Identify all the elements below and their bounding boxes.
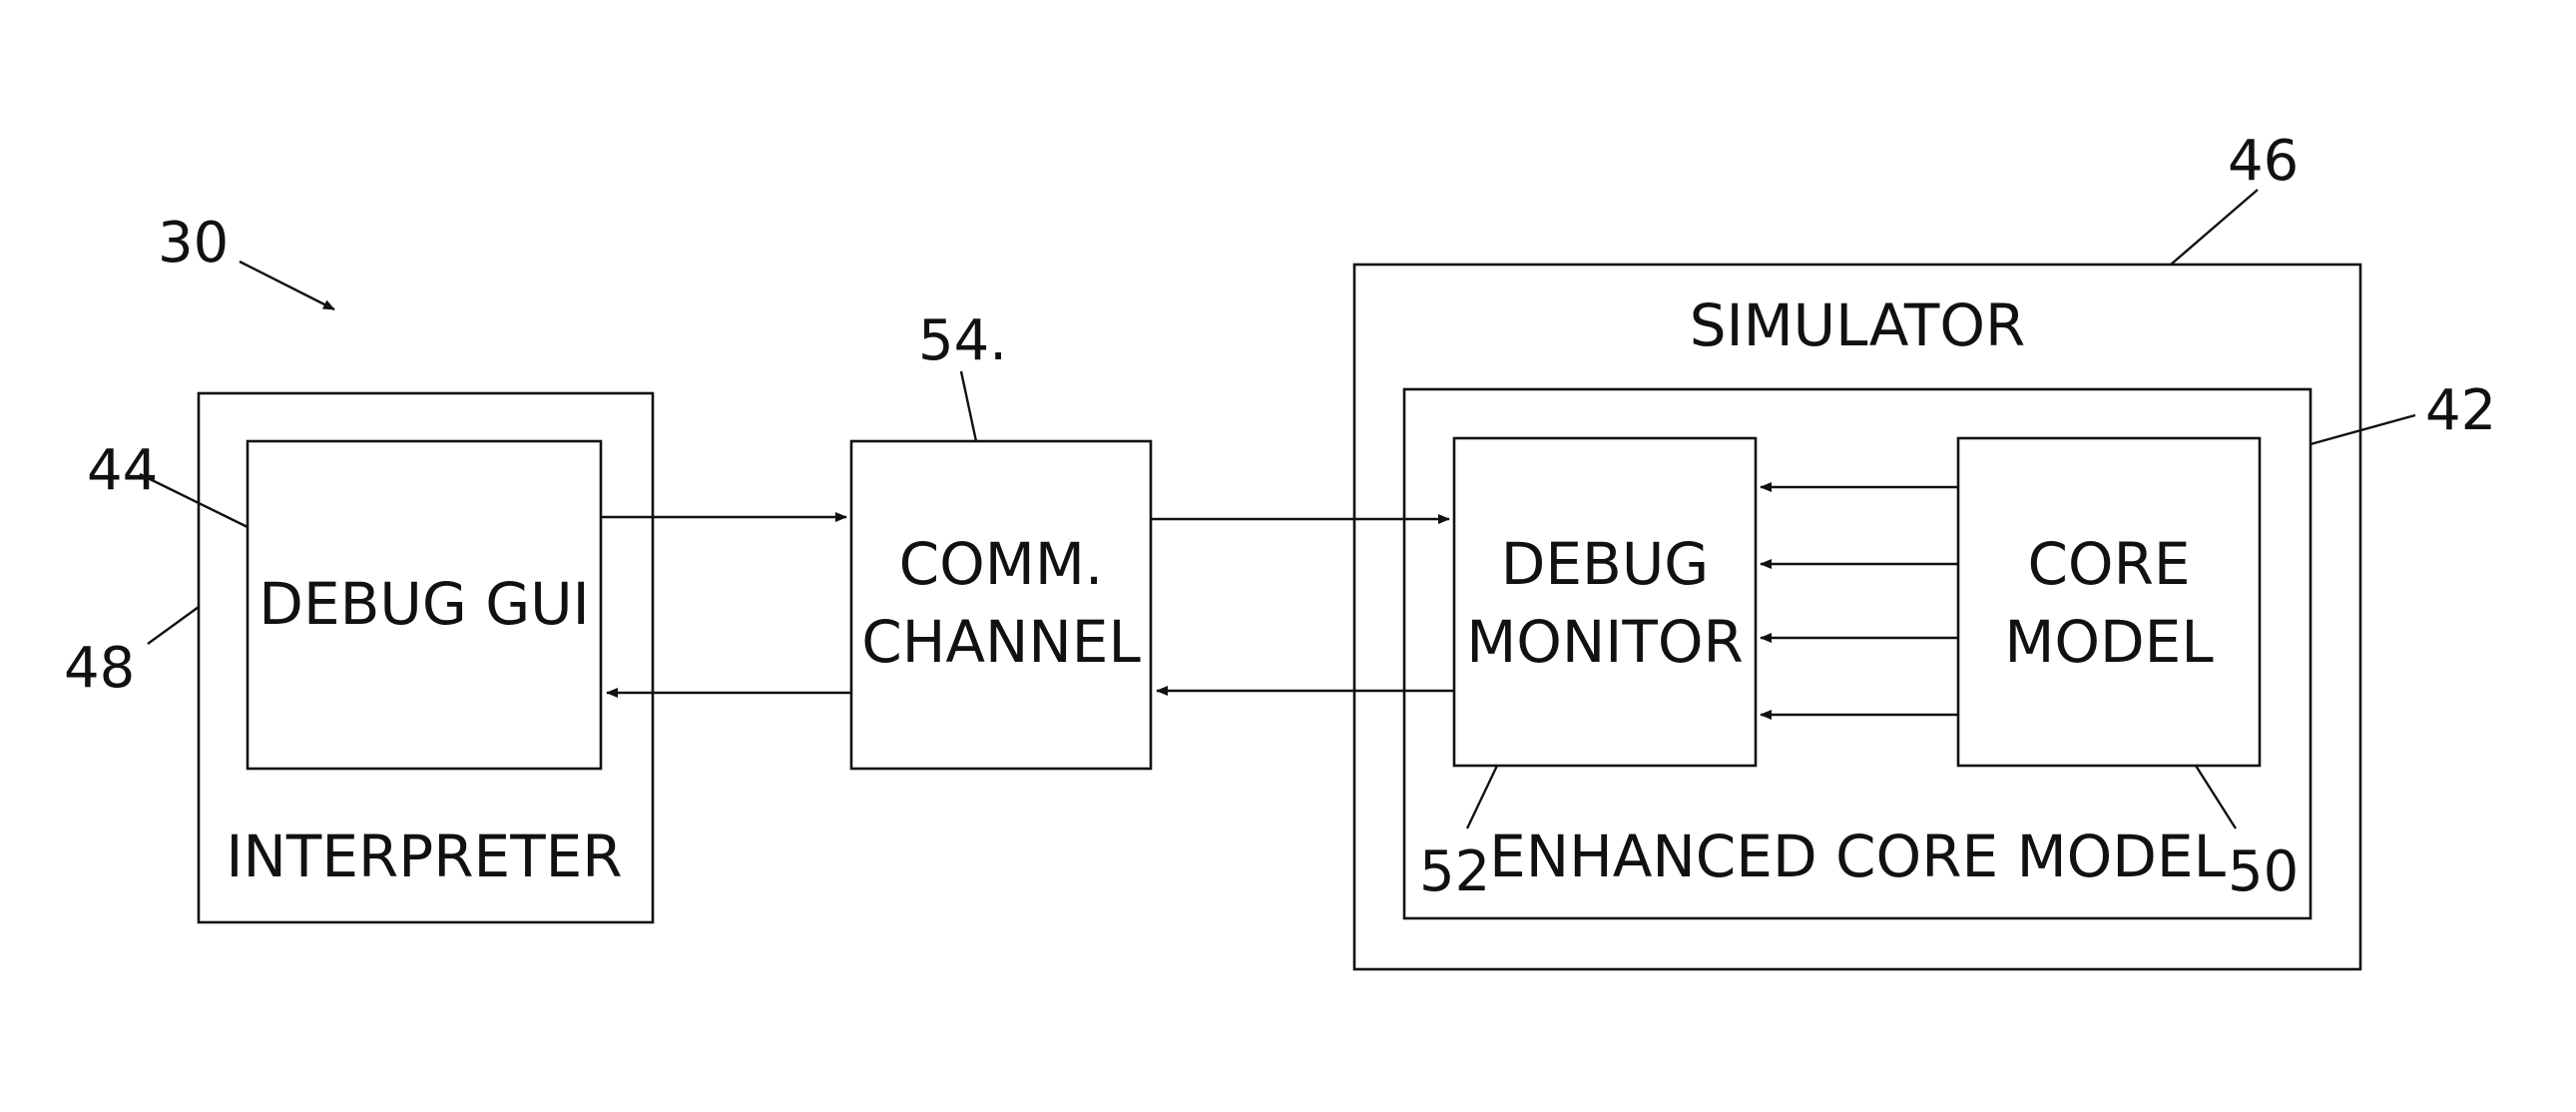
ref-48-leader (148, 607, 199, 644)
debug-monitor-label-line1: DEBUG (1501, 530, 1710, 598)
debug-monitor-box (1454, 438, 1756, 766)
ref-50: 50 (2228, 839, 2299, 904)
comm-channel-box (851, 441, 1151, 769)
ref-54: 54. (918, 308, 1007, 373)
core-model-label-line2: MODEL (2004, 608, 2213, 676)
comm-channel-label-line1: COMM. (899, 530, 1104, 598)
ref-42: 42 (2425, 378, 2496, 443)
ref-52: 52 (1419, 839, 1490, 904)
ref-48: 48 (64, 636, 135, 701)
core-model-box (1958, 438, 2260, 766)
ref-30: 30 (158, 211, 229, 276)
comm-channel-label-line2: CHANNEL (861, 608, 1141, 676)
ref-52-leader (1467, 766, 1497, 829)
ref-54-leader (961, 371, 976, 441)
ref-46-leader (2171, 190, 2258, 265)
ref-42-leader (2311, 415, 2415, 444)
ref-44: 44 (87, 438, 158, 503)
simulator-label: SIMULATOR (1690, 291, 2026, 359)
ref-46: 46 (2228, 129, 2299, 194)
interpreter-label: INTERPRETER (226, 823, 622, 890)
ref-50-leader (2196, 766, 2236, 829)
enhanced-core-model-label: ENHANCED CORE MODEL (1489, 823, 2226, 890)
debug-gui-label: DEBUG GUI (258, 570, 589, 638)
ref-30-arrow (240, 262, 334, 309)
core-model-label-line1: CORE (2027, 530, 2190, 598)
debug-monitor-label-line2: MONITOR (1466, 608, 1744, 676)
